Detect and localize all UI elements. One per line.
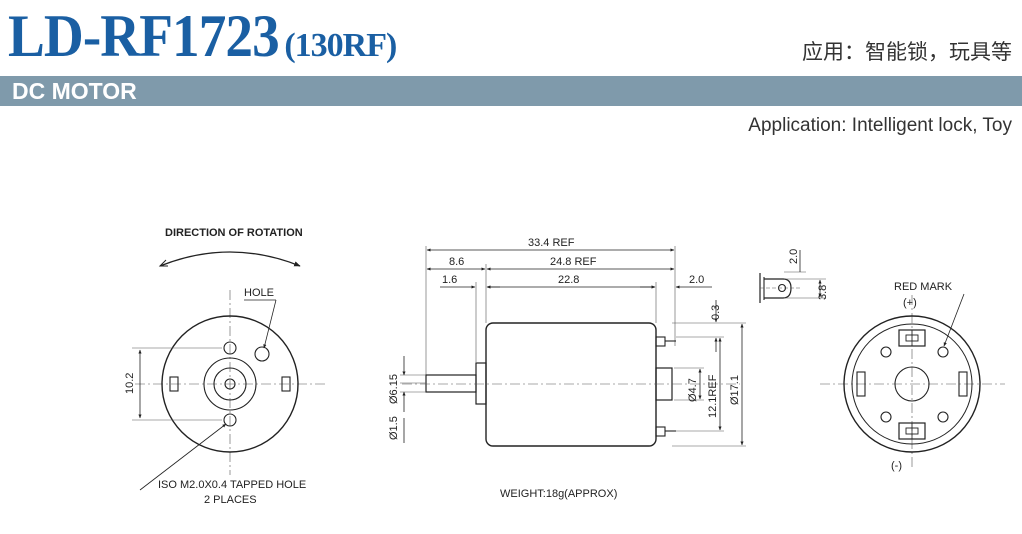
model-title: LD-RF1723(130RF)	[8, 0, 397, 72]
vent-hole	[254, 346, 270, 362]
dim-boss-diameter: Ø1.5	[388, 416, 400, 440]
weight-label: WEIGHT:18g(APPROX)	[500, 488, 617, 500]
section-band: DC MOTOR	[0, 76, 1022, 106]
terminal-top	[655, 336, 666, 347]
motor-shaft	[425, 374, 477, 393]
dim-boss-length: 1.6	[442, 274, 457, 286]
rotation-arrow-icon	[159, 251, 301, 267]
direction-of-rotation-label: DIRECTION OF ROTATION	[165, 227, 303, 239]
dim-flat-width: 12.1REF	[707, 374, 719, 418]
application-chinese: 应用：智能锁，玩具等	[802, 40, 1012, 64]
terminal-bottom	[655, 426, 666, 437]
application-english: Application: Intelligent lock, Toy	[748, 115, 1012, 136]
dim-terminal-gap: 0.3	[710, 305, 722, 320]
dim-bearing-diameter: Ø4.7	[687, 378, 699, 402]
side-view: 33.4 REF 8.6 24.8 REF 1.6 22.8 2.0	[388, 237, 746, 500]
section-label: DC MOTOR	[12, 78, 137, 104]
rear-motor-body	[843, 315, 981, 453]
hole-label: HOLE	[244, 287, 274, 299]
dim-shaft-diameter: Ø6.15	[388, 374, 400, 404]
rear-view: RED MARK (+) (-)	[820, 281, 1005, 472]
terminal-plus-label: (+)	[903, 297, 917, 309]
dim-terminal-length: 2.0	[689, 274, 704, 286]
dim-body-ref: 24.8 REF	[550, 256, 597, 268]
tapped-hole-label: ISO M2.0X0.4 TAPPED HOLE	[158, 479, 306, 491]
dim-body-length: 22.8	[558, 274, 579, 286]
dim-total-length: 33.4 REF	[528, 237, 575, 249]
dim-front-height: 10.2	[124, 373, 136, 394]
terminal-minus-label: (-)	[891, 460, 902, 472]
rear-bearing	[894, 366, 930, 402]
dim-body-diameter: Ø17.1	[729, 375, 741, 405]
front-view: DIRECTION OF ROTATION HOLE 10.2 ISO M2.0…	[124, 227, 325, 506]
front-motor-body	[161, 315, 299, 453]
dim-terminal-height: 3.8	[817, 285, 829, 300]
model-code: (130RF)	[284, 27, 397, 64]
tapped-hole-places: 2 PLACES	[204, 494, 257, 506]
shaft-end	[224, 378, 236, 390]
motor-body	[485, 322, 657, 447]
red-mark-label: RED MARK	[894, 281, 953, 293]
terminal-detail: 2.0 3.8	[759, 249, 829, 303]
dim-shaft-length: 8.6	[449, 256, 464, 268]
model-number: LD-RF1723	[8, 3, 280, 69]
dim-terminal-width: 2.0	[788, 249, 800, 264]
